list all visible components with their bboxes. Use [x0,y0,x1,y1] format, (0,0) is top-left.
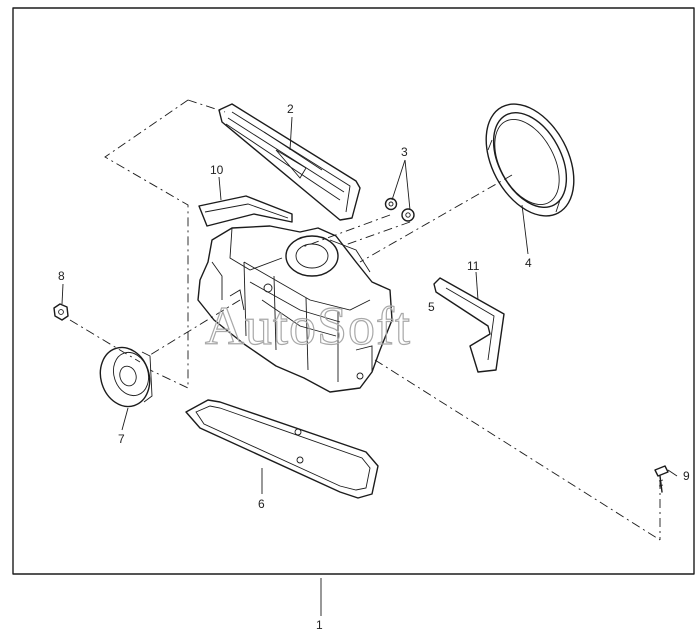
main-housing [197,225,393,393]
part-2-filter-panel [218,103,361,221]
part-8-nut [53,303,69,321]
callout-9: 9 [683,469,690,483]
callout-5: 5 [428,300,435,314]
callout-11: 11 [467,259,480,273]
callout-4: 4 [525,256,532,270]
part-4-ring-seal [485,103,575,217]
callout-7: 7 [118,432,125,446]
part-10-bracket [198,195,293,227]
callout-2: 2 [287,102,294,116]
watermark-text: AutoSoft [205,296,411,356]
callout-8: 8 [58,269,65,283]
part-9-bolt [654,465,669,493]
part-6-gasket [185,399,379,499]
part-11-bracket [433,277,505,373]
part-3-nuts [384,197,415,222]
part-7-round-cap [99,346,153,408]
leader-lines [61,116,678,616]
callout-10: 10 [210,163,224,177]
callout-3: 3 [401,145,408,159]
callout-1: 1 [316,618,323,632]
assembly-frame [12,7,695,575]
callout-6: 6 [258,497,265,511]
callout-labels: 1 2 3 4 5 6 7 8 9 10 11 [58,102,690,632]
alignment-lines [69,99,661,541]
